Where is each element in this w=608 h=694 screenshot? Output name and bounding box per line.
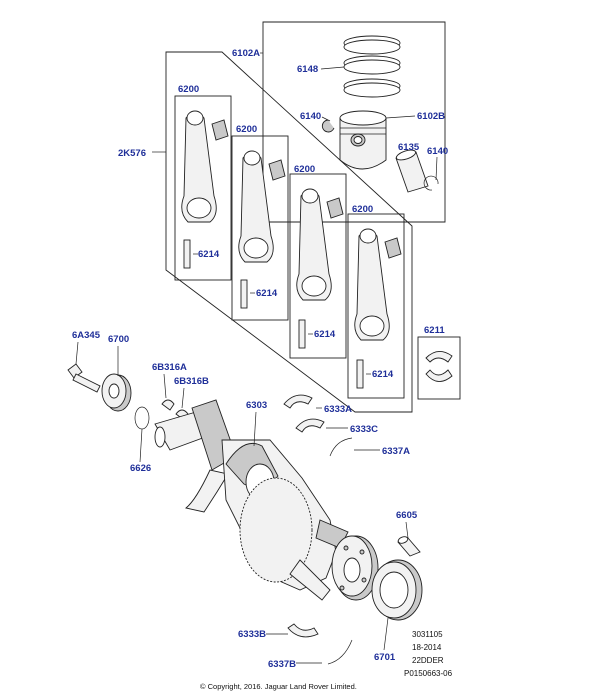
callout-6b316a[interactable]: 6B316A	[152, 362, 187, 373]
main-bearings-lower: 6333B 6337B	[238, 623, 353, 670]
callout-6214-rod3[interactable]: 6214	[314, 329, 336, 340]
callout-6102b[interactable]: 6102B	[417, 111, 445, 122]
thrust-washer-6337a	[329, 437, 353, 457]
callout-6701[interactable]: 6701	[374, 652, 396, 663]
callout-6a345[interactable]: 6A345	[72, 330, 101, 341]
connecting-rod-box	[165, 51, 413, 413]
bearing-shell-lower	[425, 369, 453, 382]
piston-pin	[395, 149, 429, 193]
piston	[339, 110, 387, 170]
left-parts: 6A345 6700 6B316A 6B316B 6626	[67, 330, 209, 474]
callout-6135[interactable]: 6135	[398, 142, 420, 153]
thrust-washer-6337b	[327, 639, 353, 665]
crankshaft: 6303	[154, 399, 349, 601]
connecting-rod-group: 2K576	[118, 51, 413, 413]
copyright-notice: © Copyright, 2016. Jaguar Land Rover Lim…	[200, 682, 357, 691]
callout-6148[interactable]: 6148	[297, 64, 318, 75]
callout-6700[interactable]: 6700	[108, 334, 129, 345]
callout-6214-rod2[interactable]: 6214	[256, 288, 278, 299]
reluctor-ring	[239, 477, 313, 583]
big-end-bearing-box	[417, 336, 461, 400]
crankshaft-bolt	[67, 363, 101, 393]
callout-6333a[interactable]: 6333A	[324, 404, 352, 415]
meta-line-3: 22DDER	[412, 656, 444, 665]
piston-assembly-box	[262, 21, 446, 223]
connecting-rod-3	[289, 173, 347, 359]
meta-line-1: 3031105	[412, 630, 443, 639]
callout-6214-rod1[interactable]: 6214	[198, 249, 220, 260]
big-end-bearing-group: 6211	[417, 325, 461, 400]
rear-oil-seal-6701	[371, 559, 423, 621]
callout-6200-rod2[interactable]: 6200	[236, 124, 257, 135]
callout-6337a[interactable]: 6337A	[382, 446, 410, 457]
callout-6200-rod4[interactable]: 6200	[352, 204, 373, 215]
callout-6333b[interactable]: 6333B	[238, 629, 266, 640]
callout-2k576[interactable]: 2K576	[118, 148, 146, 159]
callout-6337b[interactable]: 6337B	[268, 659, 296, 670]
dowel-pin-6605	[397, 536, 421, 557]
meta-line-4: P0150663-06	[404, 669, 453, 678]
rear-parts: 6605 6701	[331, 510, 423, 663]
callout-6626[interactable]: 6626	[130, 463, 151, 474]
main-bearing-6333b	[287, 623, 319, 638]
callout-6303[interactable]: 6303	[246, 400, 267, 411]
callout-6214-rod4[interactable]: 6214	[372, 369, 394, 380]
main-bearing-6333a	[283, 394, 313, 409]
piston-assembly-group: 6102A 6148 6140 6102B 6135 6140	[232, 21, 448, 223]
main-bearing-6333c	[295, 418, 325, 433]
callout-6605[interactable]: 6605	[396, 510, 418, 521]
callout-6211[interactable]: 6211	[424, 325, 445, 336]
callout-6140-right[interactable]: 6140	[427, 146, 448, 157]
connecting-rod-1	[174, 95, 232, 281]
illustration-meta: 3031105 18-2014 22DDER P0150663-06	[404, 630, 453, 678]
o-ring-6626	[134, 406, 150, 430]
callout-6b316b[interactable]: 6B316B	[174, 376, 209, 387]
connecting-rod-4	[347, 213, 405, 399]
callout-6140-left[interactable]: 6140	[300, 111, 321, 122]
callout-6333c[interactable]: 6333C	[350, 424, 378, 435]
circlip-right	[423, 175, 439, 191]
piston-rings	[343, 35, 401, 98]
connecting-rod-2	[231, 135, 289, 321]
bearing-shell-upper	[425, 351, 453, 363]
main-bearings-upper: 6333A 6333C 6337A	[283, 394, 410, 457]
meta-line-2: 18-2014	[412, 643, 442, 652]
circlip-left	[321, 119, 335, 133]
callout-6200-rod3[interactable]: 6200	[294, 164, 315, 175]
crankshaft-pulley-washer	[101, 373, 132, 412]
callout-6102a[interactable]: 6102A	[232, 48, 260, 59]
callout-6200-rod1[interactable]: 6200	[178, 84, 199, 95]
flywheel-flange	[331, 535, 379, 601]
